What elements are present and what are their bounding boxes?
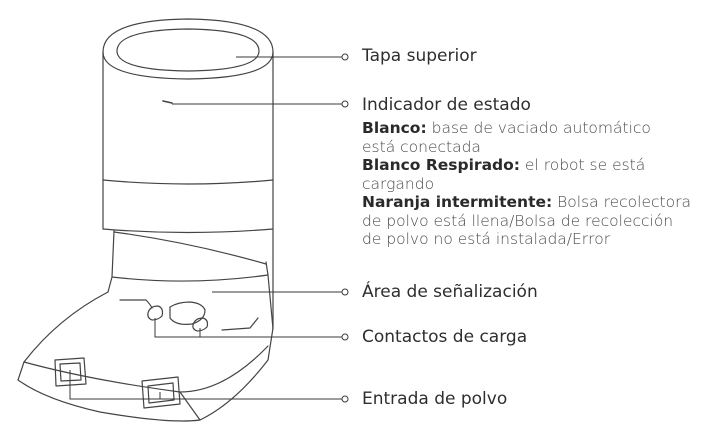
state-text: de polvo no está instalada/Error — [362, 230, 611, 248]
top-lid-shape — [102, 18, 274, 80]
leader-contactos — [154, 318, 349, 341]
state-text: está conectada — [362, 137, 481, 156]
state-text: base de vaciado automático — [431, 119, 651, 137]
leader-entrada — [69, 370, 349, 403]
label-indicador-estado: Indicador de estado — [362, 95, 531, 115]
state-name: Naranja intermitente: — [362, 193, 553, 211]
label-entrada-polvo: Entrada de polvo — [362, 389, 508, 409]
leader-indicador — [172, 100, 349, 108]
state-text: el robot se está — [524, 156, 646, 174]
label-area-senalizacion: Área de señalización — [362, 282, 538, 302]
state-line: Blanco: base de vaciado automático — [362, 119, 691, 138]
base-ramp-shape — [17, 291, 274, 422]
state-name: Blanco: — [362, 119, 427, 137]
state-line: está conectada — [362, 138, 691, 157]
leader-area — [212, 288, 349, 296]
leader-tapa-superior — [236, 53, 349, 61]
state-text: cargando — [362, 174, 435, 193]
signal-area-shape — [107, 230, 274, 330]
state-text: Bolsa recolectora — [557, 193, 691, 211]
dock-body-shape — [102, 51, 274, 329]
state-line: Blanco Respirado: el robot se está — [362, 156, 691, 175]
state-text: de polvo está llena/Bolsa de recolección — [362, 211, 674, 230]
label-tapa-superior: Tapa superior — [362, 46, 477, 66]
state-name: Blanco Respirado: — [362, 156, 520, 174]
state-line: cargando — [362, 175, 691, 194]
state-line: de polvo está llena/Bolsa de recolección — [362, 212, 691, 231]
state-line: de polvo no está instalada/Error — [362, 230, 691, 249]
label-contactos-carga: Contactos de carga — [362, 327, 528, 347]
state-line: Naranja intermitente: Bolsa recolectora — [362, 193, 691, 212]
indicator-state-list: Blanco: base de vaciado automático está … — [362, 119, 691, 249]
